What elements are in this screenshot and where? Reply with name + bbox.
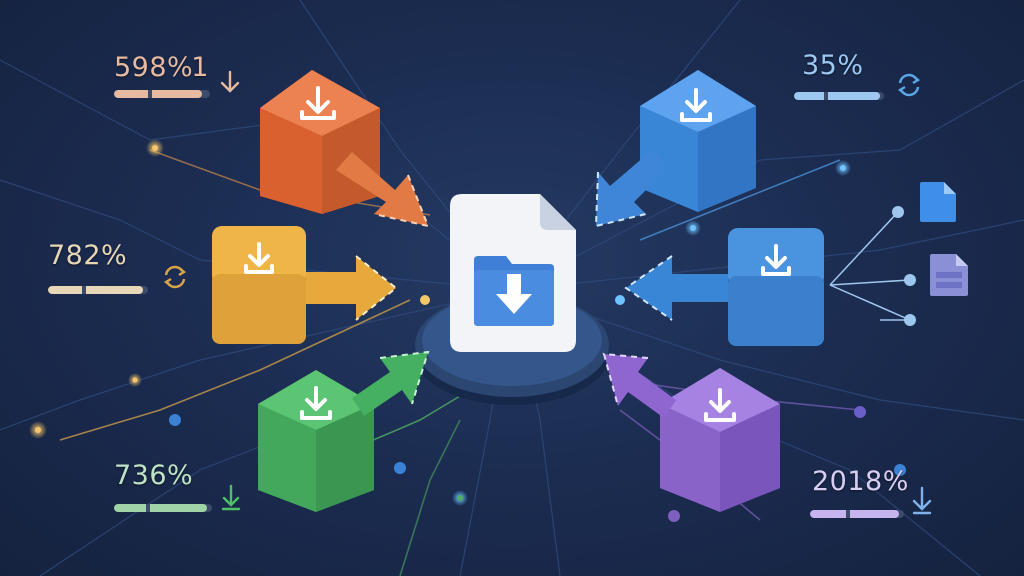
document-icon <box>930 254 968 296</box>
progress-gap <box>824 92 828 100</box>
percent-label: 736% <box>114 460 194 491</box>
download-arrow-icon <box>220 70 240 93</box>
orange-arrow <box>336 152 430 228</box>
download-tray-icon <box>680 88 712 122</box>
percent-label: 782% <box>48 240 128 271</box>
progress-bar <box>794 92 884 100</box>
progress-fill <box>114 504 207 512</box>
readout-bottom-right: 2018% <box>806 466 946 526</box>
progress-fill <box>810 510 899 518</box>
readout-top-right: 35% <box>790 50 930 104</box>
file-connectors <box>829 211 911 321</box>
progress-gap <box>846 510 850 518</box>
readout-top-left: 598%1 <box>110 52 250 102</box>
download-arrow-icon <box>221 484 241 511</box>
progress-fill <box>48 286 143 294</box>
file-icon <box>920 182 956 222</box>
blue-mid-arrow <box>624 255 728 321</box>
cube-yellow <box>210 222 308 346</box>
refresh-icon <box>163 265 187 289</box>
blue-top-arrow <box>594 150 668 228</box>
progress-bar <box>48 286 148 294</box>
download-tray-icon <box>244 242 274 274</box>
progress-gap <box>148 90 152 98</box>
percent-label: 2018% <box>812 466 909 497</box>
percent-label: 35% <box>802 50 864 81</box>
cube-blue-mid <box>726 226 826 348</box>
percent-label: 598%1 <box>114 52 209 83</box>
yellow-arrow <box>306 255 398 321</box>
download-tray-icon <box>704 388 736 422</box>
progress-fill <box>114 90 202 98</box>
progress-bar <box>810 510 904 518</box>
readout-mid-left: 782% <box>44 240 204 300</box>
purple-arrow <box>602 352 676 418</box>
cube-blue-top <box>634 66 762 216</box>
readout-bottom-left: 736% <box>110 460 260 520</box>
connector-dots <box>892 206 916 326</box>
download-tray-icon <box>761 244 791 276</box>
progress-bar <box>114 90 210 98</box>
download-tray-icon <box>300 386 332 420</box>
download-tray-icon <box>300 86 336 120</box>
progress-gap <box>82 286 86 294</box>
download-arrow-icon <box>912 486 932 515</box>
progress-bar <box>114 504 212 512</box>
file-folder-download-icon <box>448 190 580 356</box>
progress-fill <box>794 92 880 100</box>
progress-gap <box>146 504 150 512</box>
green-arrow <box>352 350 430 416</box>
cube-purple <box>654 364 784 514</box>
refresh-icon <box>897 73 921 97</box>
cube-green <box>252 364 378 514</box>
